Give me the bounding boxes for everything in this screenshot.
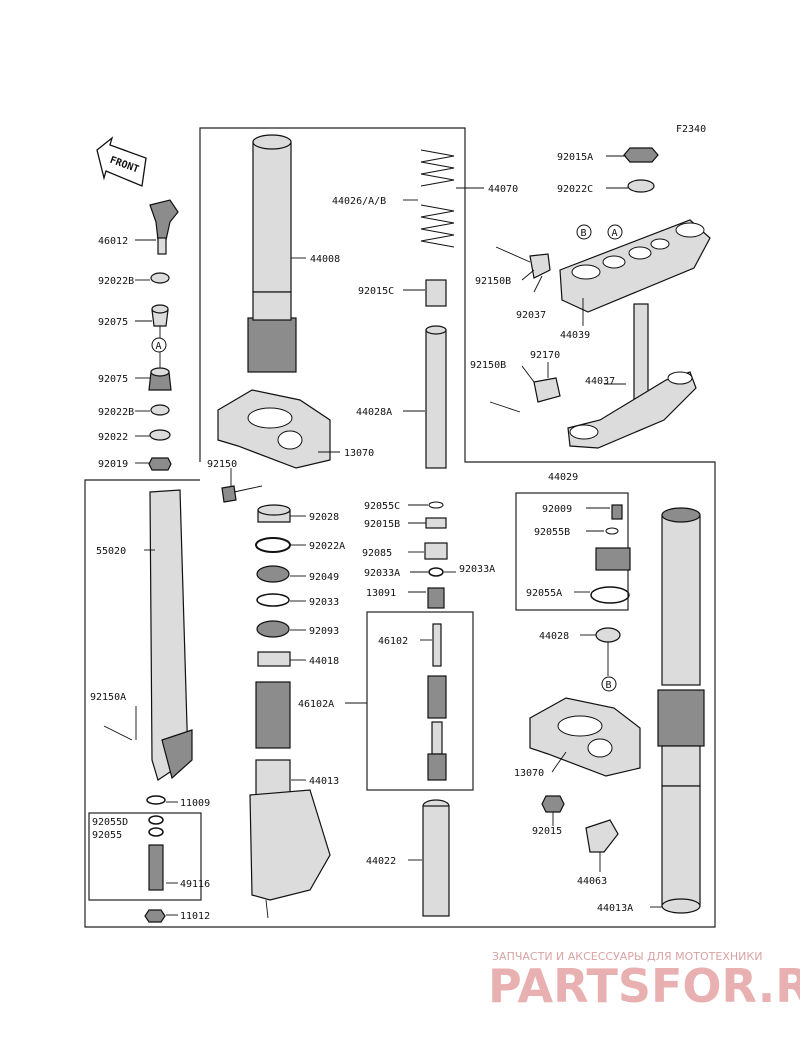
label-92085: 92085 [362, 548, 392, 559]
label-44028A: 44028A [356, 407, 392, 418]
box-49116 [88, 812, 202, 901]
label-92015A: 92015A [557, 152, 593, 163]
label-92075: 92075 [98, 317, 128, 328]
label-92037: 92037 [516, 310, 546, 321]
bracket-13070-right [529, 697, 641, 777]
label-92015B: 92015B [364, 519, 400, 530]
bolt-92150A [103, 725, 133, 741]
label-92028: 92028 [309, 512, 339, 523]
label-92015C: 92015C [358, 286, 394, 297]
callout-a-top: A [607, 224, 623, 240]
label-44029: 44029 [548, 472, 578, 483]
cap-assembly-44029 [590, 504, 631, 604]
bracket-13070-left [217, 389, 331, 469]
label-44022: 44022 [366, 856, 396, 867]
fork-guard-55020 [149, 489, 193, 781]
label-92033: 92033 [309, 597, 339, 608]
label-44037: 44037 [585, 376, 615, 387]
box-46102 [366, 611, 474, 791]
label-92022B: 92022B [98, 276, 134, 287]
svg-text:B: B [606, 680, 612, 691]
label-46102: 46102 [378, 636, 408, 647]
fork-tube-44008 [247, 134, 297, 373]
spring-44026 [420, 149, 455, 248]
label-55020: 55020 [96, 546, 126, 557]
damper-rod-44028A [425, 279, 447, 469]
label-92009: 92009 [542, 504, 572, 515]
label-92055D: 92055D [92, 817, 128, 828]
valve-49116 [144, 795, 166, 923]
bracket-92037 [495, 246, 551, 279]
fork-tube-right [657, 507, 705, 914]
label-44026: 44026/A/B [332, 196, 386, 207]
label-92015: 92015 [532, 826, 562, 837]
upper-triple-clamp-44039 [559, 147, 711, 313]
callout-a-left: A [151, 337, 167, 353]
label-49116: 49116 [180, 879, 210, 890]
svg-text:A: A [612, 228, 618, 239]
label-46012: 46012 [98, 236, 128, 247]
nut-92015 [541, 795, 565, 813]
label-92055B: 92055B [534, 527, 570, 538]
bracket-92170 [489, 377, 561, 413]
label-92150B: 92150B [470, 360, 506, 371]
cylinder-44022 [422, 799, 450, 917]
label-92075: 92075 [98, 374, 128, 385]
label-92055A: 92055A [526, 588, 562, 599]
label-13091: 13091 [366, 588, 396, 599]
label-92093: 92093 [309, 626, 339, 637]
label-92150: 92150 [207, 459, 237, 470]
label-46102A: 46102A [298, 699, 334, 710]
leader-lines [135, 155, 662, 916]
label-44013A: 44013A [597, 903, 633, 914]
label-92019: 92019 [98, 459, 128, 470]
label-92033A: 92033A [459, 564, 495, 575]
label-13070: 13070 [344, 448, 374, 459]
label-44063: 44063 [577, 876, 607, 887]
label-92055C: 92055C [364, 501, 400, 512]
watermark-tagline: ЗАПЧАСТИ И АКСЕССУАРЫ ДЛЯ МОТОТЕХНИКИ [492, 950, 762, 963]
svg-text:B: B [581, 228, 587, 239]
diagram-id: F2340 [676, 124, 706, 135]
left-column-parts [148, 199, 179, 471]
outer-tube-44013 [249, 681, 331, 919]
label-44028: 44028 [539, 631, 569, 642]
label-92022C: 92022C [557, 184, 593, 195]
watermark-brand: PARTSFOR.RU [488, 959, 800, 1013]
label-92170: 92170 [530, 350, 560, 361]
label-92022B: 92022B [98, 407, 134, 418]
label-44039: 44039 [560, 330, 590, 341]
bolt-92150 [221, 485, 263, 503]
label-92022: 92022 [98, 432, 128, 443]
label-92055: 92055 [92, 830, 122, 841]
part-labels: 46012 92022B 92075 92075 92022B 92022 92… [90, 152, 633, 922]
label-13070: 13070 [514, 768, 544, 779]
damper-parts [424, 501, 448, 609]
label-44008: 44008 [310, 254, 340, 265]
label-11012: 11012 [180, 911, 210, 922]
label-92033A: 92033A [364, 568, 400, 579]
rod-46102 [427, 623, 447, 781]
watermark: ЗАПЧАСТИ И АКСЕССУАРЫ ДЛЯ МОТОТЕХНИКИ PA… [488, 950, 800, 1013]
group-box-outlines [84, 127, 716, 928]
label-44018: 44018 [309, 656, 339, 667]
label-44013: 44013 [309, 776, 339, 787]
label-92150A: 92150A [90, 692, 126, 703]
front-arrow-icon: FRONT [96, 136, 147, 187]
svg-text:A: A [156, 341, 162, 352]
clamp-44063 [585, 819, 619, 853]
ring-44028: B [595, 627, 621, 692]
steering-stem-44037 [567, 303, 697, 449]
label-44070: 44070 [488, 184, 518, 195]
label-92049: 92049 [309, 572, 339, 583]
label-92022A: 92022A [309, 541, 345, 552]
label-11009: 11009 [180, 798, 210, 809]
seal-stack [255, 504, 291, 667]
callout-b-top: B [576, 224, 592, 240]
label-92150B: 92150B [475, 276, 511, 287]
